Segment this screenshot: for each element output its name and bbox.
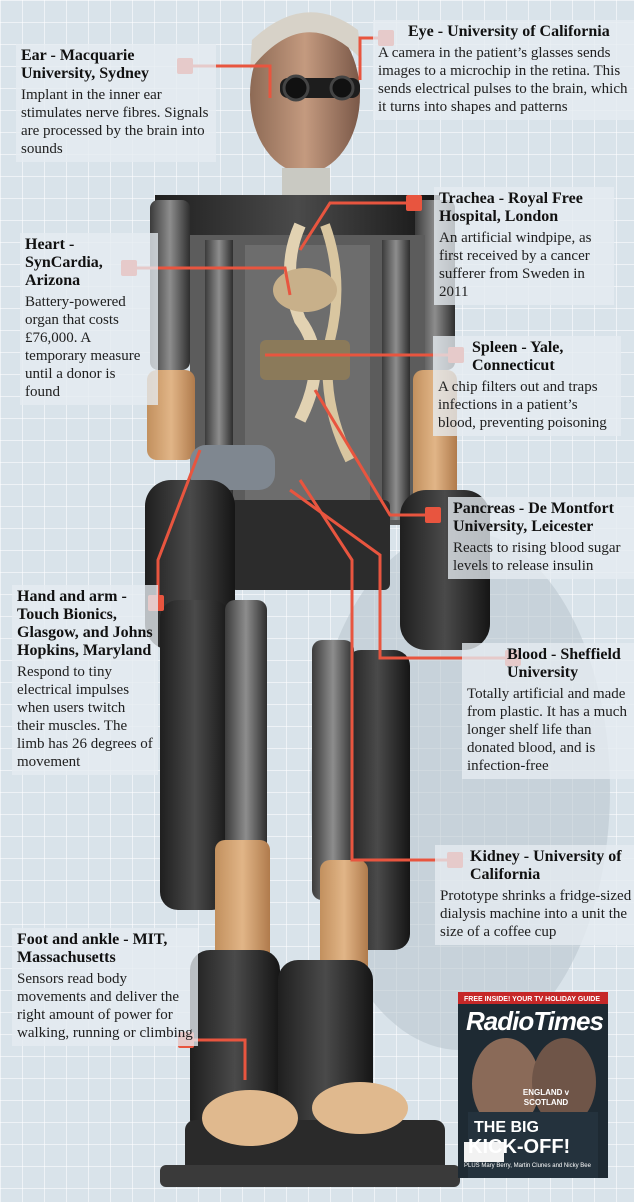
foot-ankle-body: Sensors read body movements and deliver … [17,971,193,1041]
spleen-title: Spleen - Yale, Connecticut [472,339,564,374]
magazine-bottom-line: PLUS Mary Berry, Martin Clunes and Nicky… [464,1163,591,1169]
pancreas-annotation: Pancreas - De Montfort University, Leice… [448,497,634,579]
hand-arm-title: Hand and arm - Touch Bionics, Glasgow, a… [17,588,153,659]
heart-body: Battery-powered organ that costs £76,000… [25,294,141,400]
trachea-title: Trachea - Royal Free Hospital, London [439,190,583,225]
ear-annotation: Ear - Macquarie University, Sydney Impla… [16,44,216,162]
pancreas-body: Reacts to rising blood sugar levels to r… [453,540,621,574]
foot-ankle-annotation: Foot and ankle - MIT, Massachusetts Sens… [12,928,198,1046]
eye-title: Eye - University of California [408,23,610,40]
kidney-title: Kidney - University of California [470,848,622,883]
magazine-headline-2: KICK-OFF! [468,1136,571,1158]
spleen-annotation: Spleen - Yale, Connecticut A chip filter… [433,336,621,436]
spleen-body: A chip filters out and traps infections … [438,379,607,431]
ear-body: Implant in the inner ear stimulates nerv… [21,87,209,157]
magazine-headline-1: THE BIG [474,1119,539,1136]
trachea-body: An artificial windpipe, as first receive… [439,230,592,300]
kidney-annotation: Kidney - University of California Protot… [435,845,634,945]
blood-body: Totally artificial and made from plastic… [467,686,627,774]
hand-arm-annotation: Hand and arm - Touch Bionics, Glasgow, a… [12,585,158,775]
blood-annotation: Blood - Sheffield University Totally art… [462,643,634,779]
magazine-title: RadioTimes [466,1006,604,1036]
hand-arm-body: Respond to tiny electrical impulses when… [17,664,153,770]
magazine-teams: ENGLAND v SCOTLAND [522,1088,570,1107]
eye-annotation: Eye - University of California A camera … [373,20,634,120]
kidney-body: Prototype shrinks a fridge-sized dialysi… [440,888,632,940]
pancreas-marker [425,507,441,523]
trachea-annotation: Trachea - Royal Free Hospital, London An… [434,187,614,305]
heart-annotation: Heart - SynCardia, Arizona Battery-power… [20,233,158,405]
pancreas-title: Pancreas - De Montfort University, Leice… [453,500,614,535]
ear-title: Ear - Macquarie University, Sydney [21,47,150,82]
trachea-marker [406,195,422,211]
blood-title: Blood - Sheffield University [507,646,621,681]
foot-ankle-title: Foot and ankle - MIT, Massachusetts [17,931,168,966]
radio-times-cover: FREE INSIDE! YOUR TV HOLIDAY GUIDE Radio… [458,992,608,1178]
heart-title: Heart - SynCardia, Arizona [25,236,103,289]
magazine-top-line: FREE INSIDE! YOUR TV HOLIDAY GUIDE [464,996,601,1003]
eye-body: A camera in the patient’s glasses sends … [378,45,628,115]
magazine-cover-art [458,992,608,1178]
